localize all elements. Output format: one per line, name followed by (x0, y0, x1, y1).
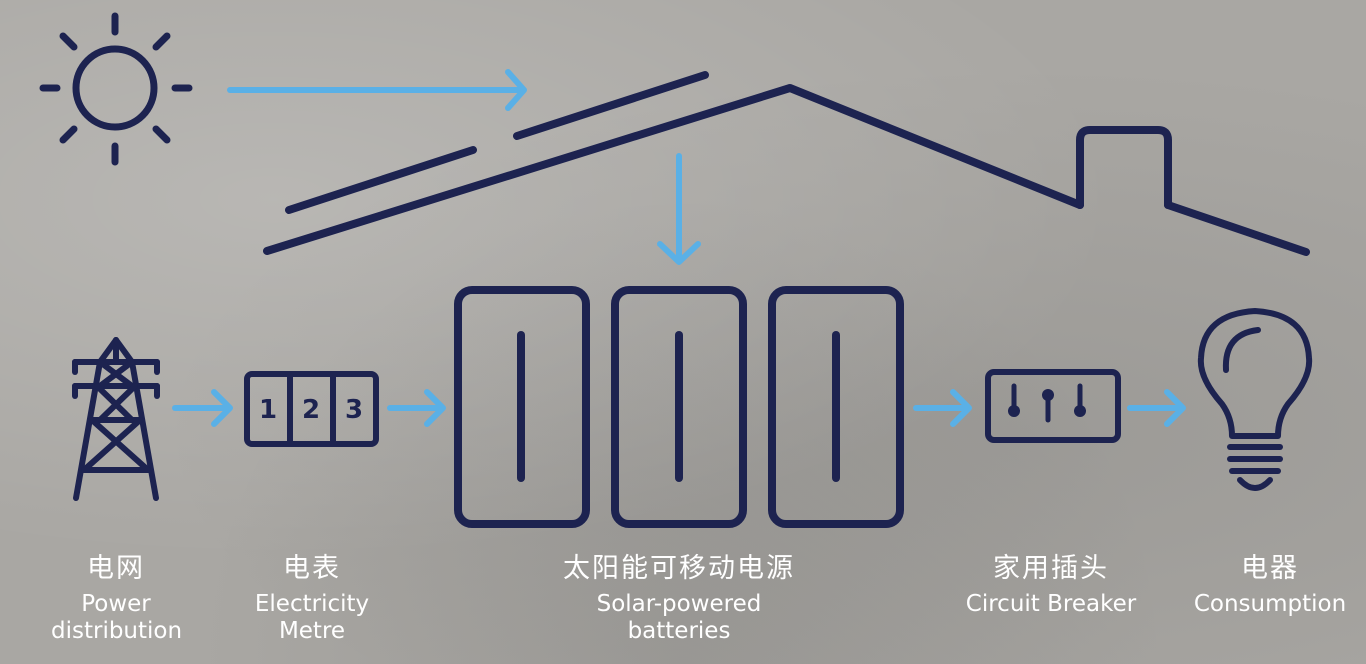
label-consumption: 电器 Consumption (1180, 553, 1360, 618)
circuit-breaker-icon (985, 369, 1121, 443)
roof-icon (263, 71, 1310, 256)
battery-icon (454, 286, 590, 528)
label-en: Electricity Metre (254, 590, 370, 644)
sun-icon (39, 12, 193, 166)
battery-icon (768, 286, 904, 528)
electricity-meter-icon: 1 2 3 (244, 371, 379, 447)
meter-digit: 1 (259, 395, 277, 425)
arrow-right-icon (913, 389, 972, 427)
meter-digit: 3 (345, 395, 363, 425)
label-en: Consumption (1193, 590, 1347, 617)
label-en: Circuit Breaker (965, 590, 1137, 617)
label-solar-batteries: 太阳能可移动电源 Solar-powered batteries (520, 553, 838, 645)
label-en: Power distribution (51, 590, 183, 644)
label-circuit-breaker: 家用插头 Circuit Breaker (945, 553, 1157, 618)
label-zh: 太阳能可移动电源 (563, 553, 795, 584)
label-en: Solar-powered batteries (596, 590, 762, 644)
label-zh: 电网 (87, 553, 145, 584)
battery-icon (611, 286, 747, 528)
arrow-right-icon (172, 389, 233, 427)
chimney-icon (1076, 126, 1172, 209)
arrow-right-icon (227, 69, 527, 111)
light-bulb-icon (1197, 308, 1313, 491)
arrow-right-icon (387, 389, 446, 427)
label-electricity-metre: 电表 Electricity Metre (220, 553, 404, 645)
arrow-right-icon (1127, 389, 1186, 427)
arrow-down-icon (657, 153, 701, 265)
label-power-distribution: 电网 Power distribution (24, 553, 208, 645)
meter-digit: 2 (302, 395, 320, 425)
power-tower-icon (72, 337, 160, 501)
label-zh: 家用插头 (993, 553, 1109, 584)
label-zh: 电器 (1241, 553, 1299, 584)
label-zh: 电表 (283, 553, 341, 584)
